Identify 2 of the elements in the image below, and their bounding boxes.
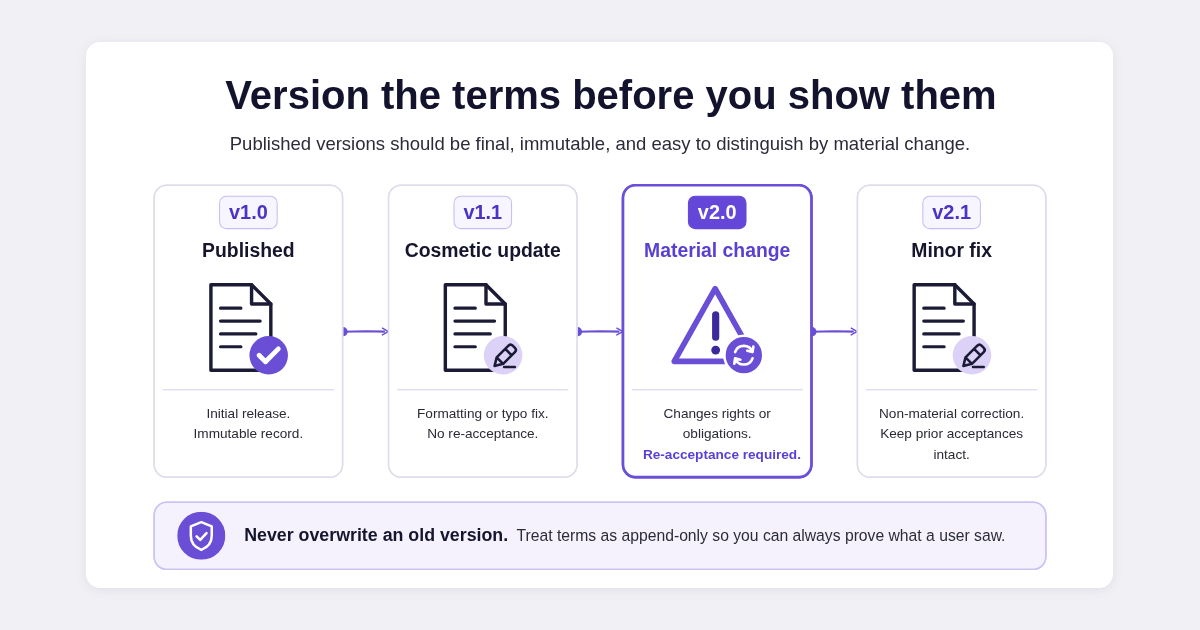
diagram-title: Version the terms before you show them xyxy=(225,72,997,119)
subtitle: Published versions should be final, immutable, and easy to distinguish by material change. xyxy=(229,132,971,156)
